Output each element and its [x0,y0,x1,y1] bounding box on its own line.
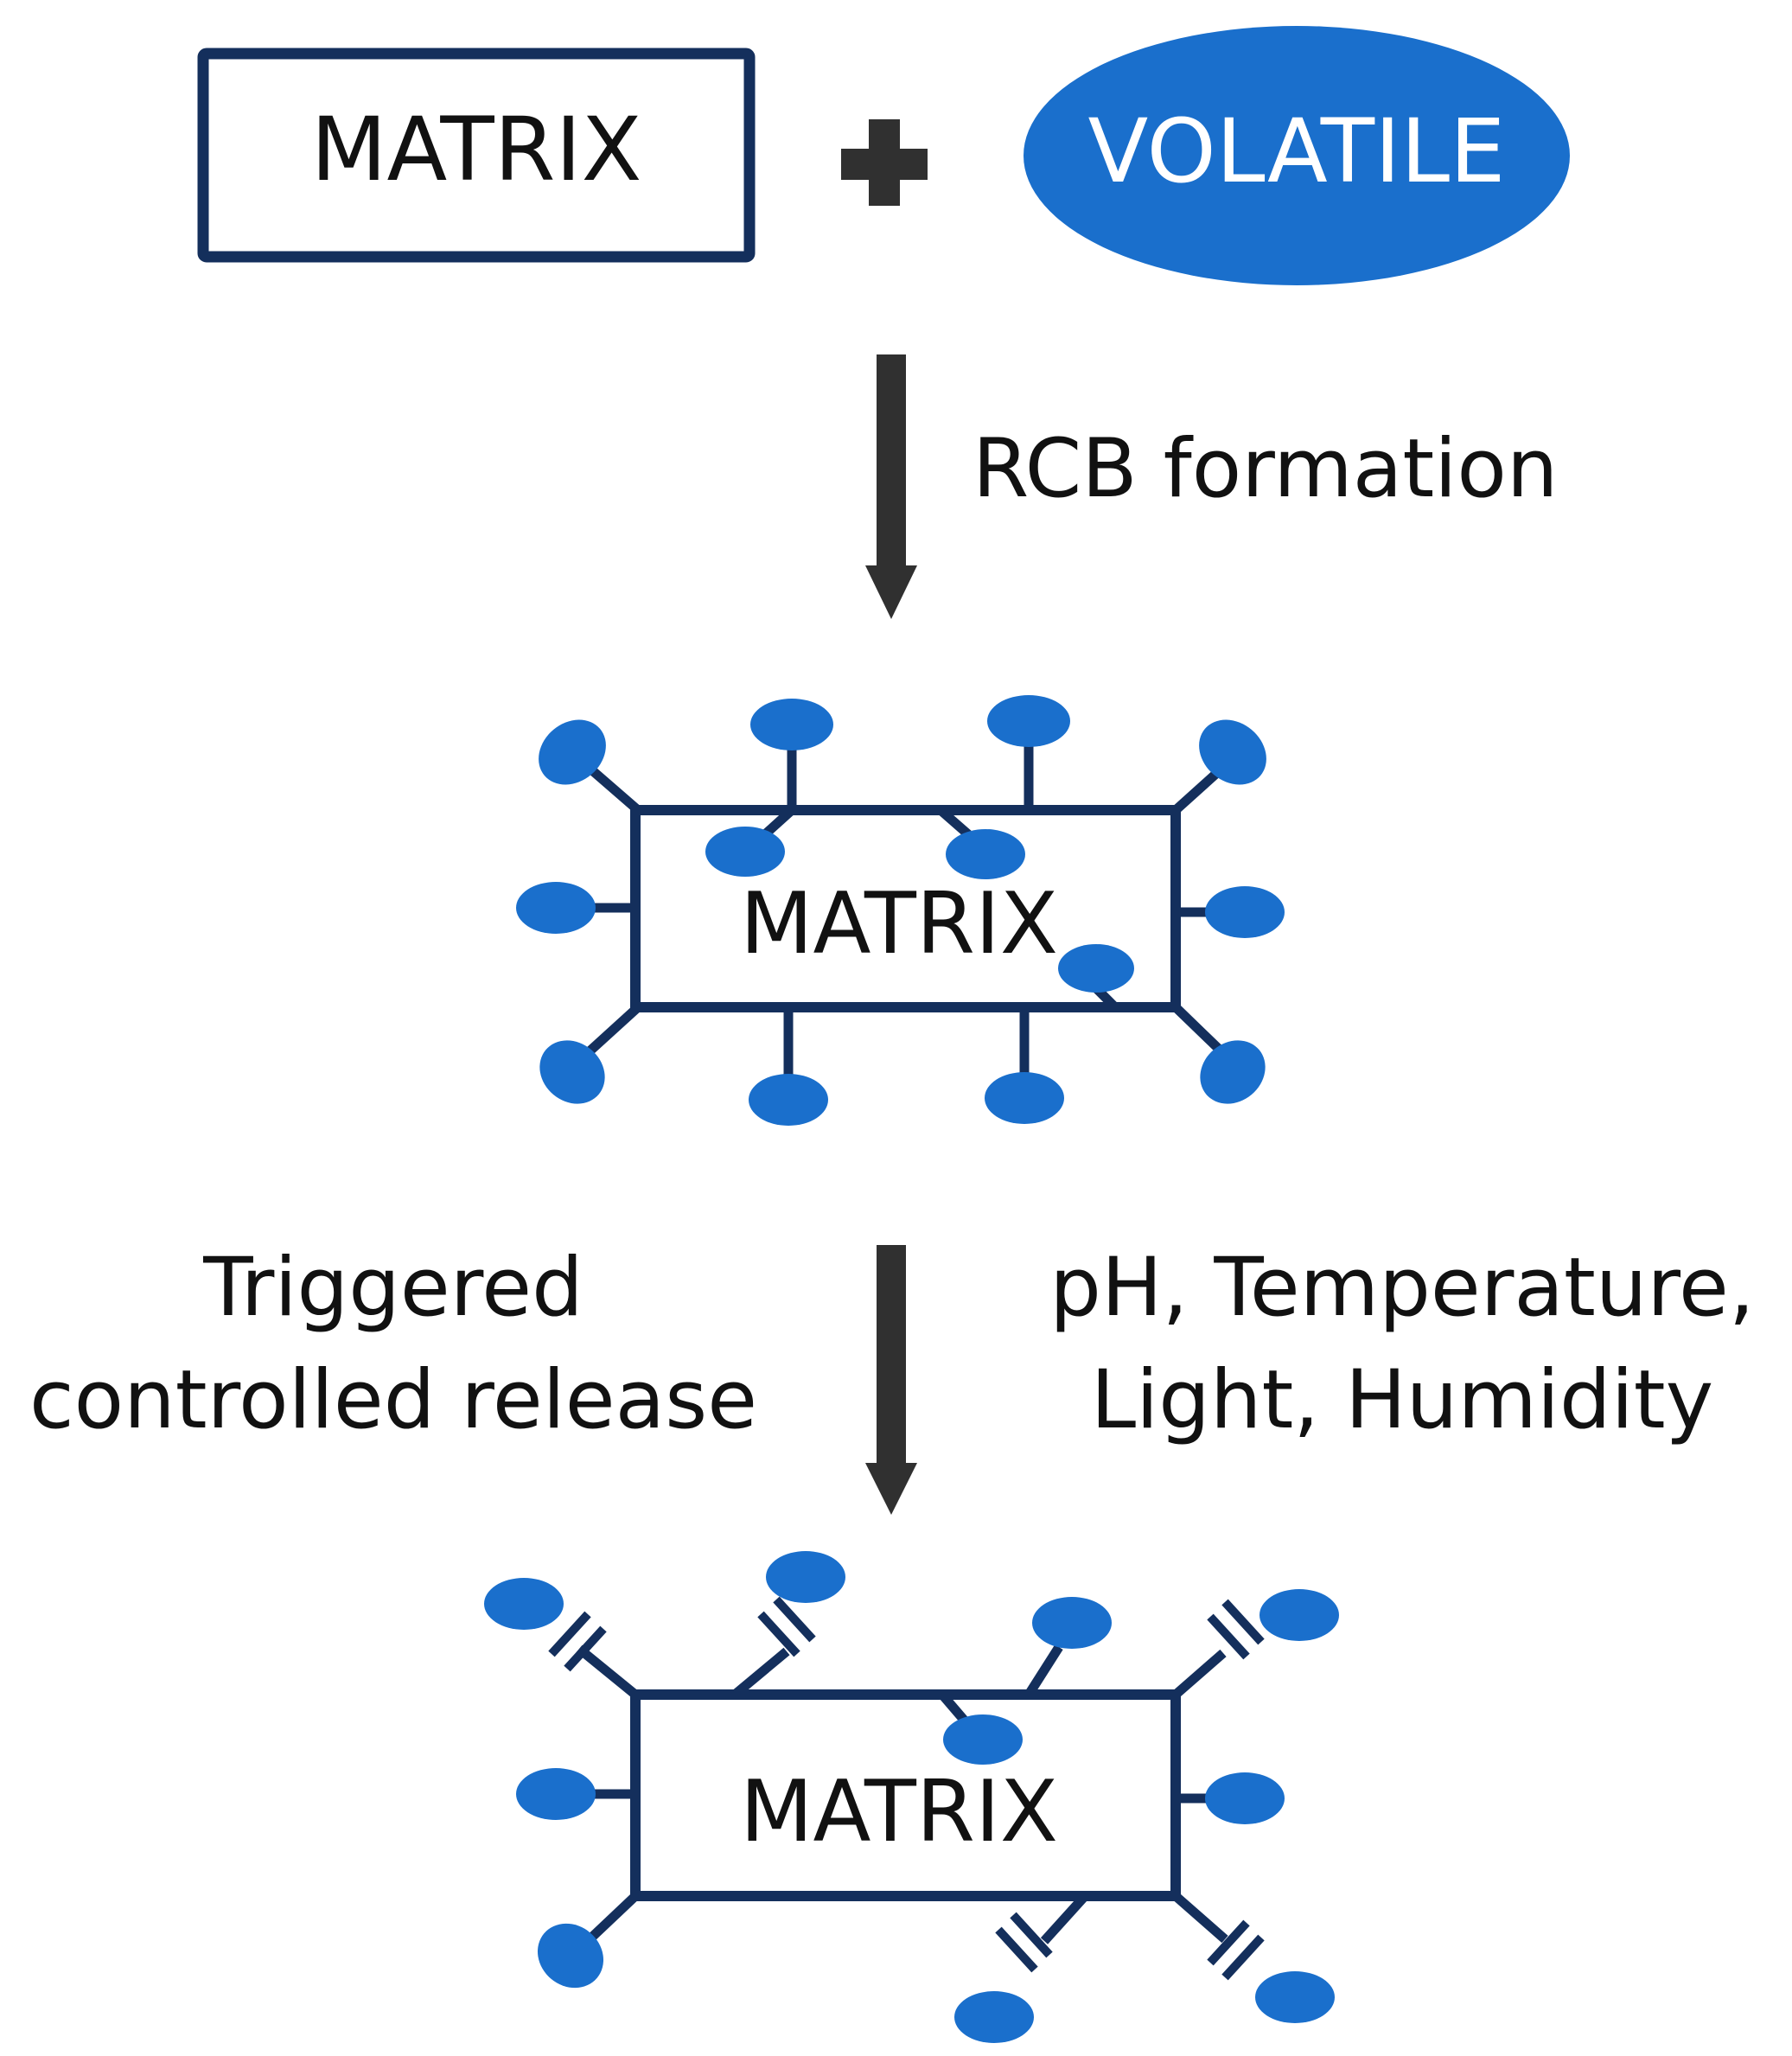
bound-blob [1200,1040,1266,1104]
volatile-label: VOLATILE [1088,100,1506,203]
matrix-box-released [630,1689,1181,1901]
matrix-label-bound: MATRIX [740,875,1058,974]
free-blob [1260,1589,1339,1641]
bound-blob [516,882,596,934]
bound-blob [1205,886,1285,938]
bound-blob [1199,719,1266,785]
bound-blob [539,1040,605,1104]
free-blob [766,1551,845,1603]
trigger-conditions-line1: pH, Temperature, [1049,1241,1754,1335]
free-blob [943,1714,1023,1765]
break-mark-icon [548,1611,607,1672]
free-blob [954,1991,1034,2043]
free-blob [537,1923,604,1989]
released-volatile-blobs [484,1551,1339,2043]
triggered-label-line1: Triggered [202,1241,584,1335]
trigger-conditions-line2: Light, Humidity [1091,1353,1714,1447]
matrix-box-top [197,48,756,263]
bound-volatile-blobs [516,695,1285,1126]
rcb-formation-label: RCB formation [973,422,1558,516]
bound-blob [705,827,785,877]
matrix-box-bound [630,805,1181,1012]
bound-blob [946,829,1025,879]
bound-blob [750,699,833,750]
triggered-label-line2: controlled release [29,1353,757,1447]
bound-blob [987,695,1070,747]
break-mark-icon [1207,1919,1265,1981]
free-blob [516,1768,596,1820]
plus-icon [841,119,928,206]
free-blob [1205,1772,1285,1824]
bound-blob [749,1074,828,1126]
free-blob [1032,1597,1112,1649]
matrix-label-top: MATRIX [311,99,642,201]
cleavage-marks [548,1596,1265,1981]
matrix-label-released: MATRIX [740,1763,1058,1861]
release-arrow [865,1245,917,1515]
formation-arrow [865,354,917,619]
break-mark-icon [1207,1599,1265,1660]
released-matrix-group: MATRIX [484,1551,1339,2043]
top-row: MATRIX VOLATILE [197,26,1570,285]
break-mark-icon [757,1596,816,1657]
bound-matrix-group: MATRIX [516,695,1285,1126]
bound-blob [539,719,606,785]
break-mark-icon [995,1912,1053,1973]
free-blob [1255,1971,1335,2023]
volatile-ellipse [1024,26,1570,285]
free-blob [484,1578,564,1630]
bound-blob [1058,944,1134,993]
bound-blob [985,1072,1064,1124]
